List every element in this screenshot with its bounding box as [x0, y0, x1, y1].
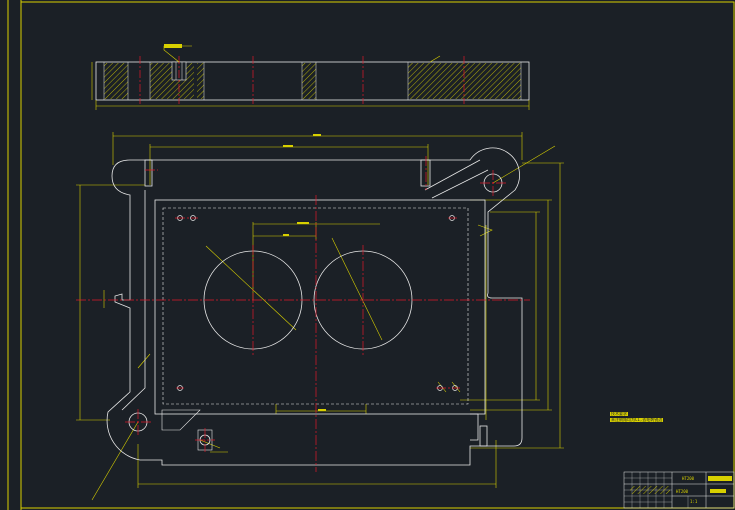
- title-block-part-name: HT200: [682, 476, 695, 481]
- hatch-region-mid: [302, 63, 316, 99]
- section-view: [91, 44, 530, 110]
- technical-notes-line: 未注倒角均为C1,去毛刺锐边: [610, 417, 664, 422]
- title-block: [623, 471, 735, 509]
- drawing-frame: [7, 0, 735, 510]
- hatch-region-left: [104, 63, 128, 99]
- centerlines: [76, 156, 530, 472]
- hidden-edge-rect: [162, 207, 469, 405]
- title-block-scale: 1:1: [690, 499, 698, 504]
- title-block-material: HT200: [676, 489, 689, 494]
- dimension-lines: [76, 132, 564, 501]
- hatch-region-right: [408, 63, 521, 99]
- part-outline: [106, 147, 523, 466]
- technical-notes-title: 技术要求: [610, 411, 628, 416]
- hatch-region-small: [197, 63, 204, 99]
- threaded-holes: [177, 215, 458, 391]
